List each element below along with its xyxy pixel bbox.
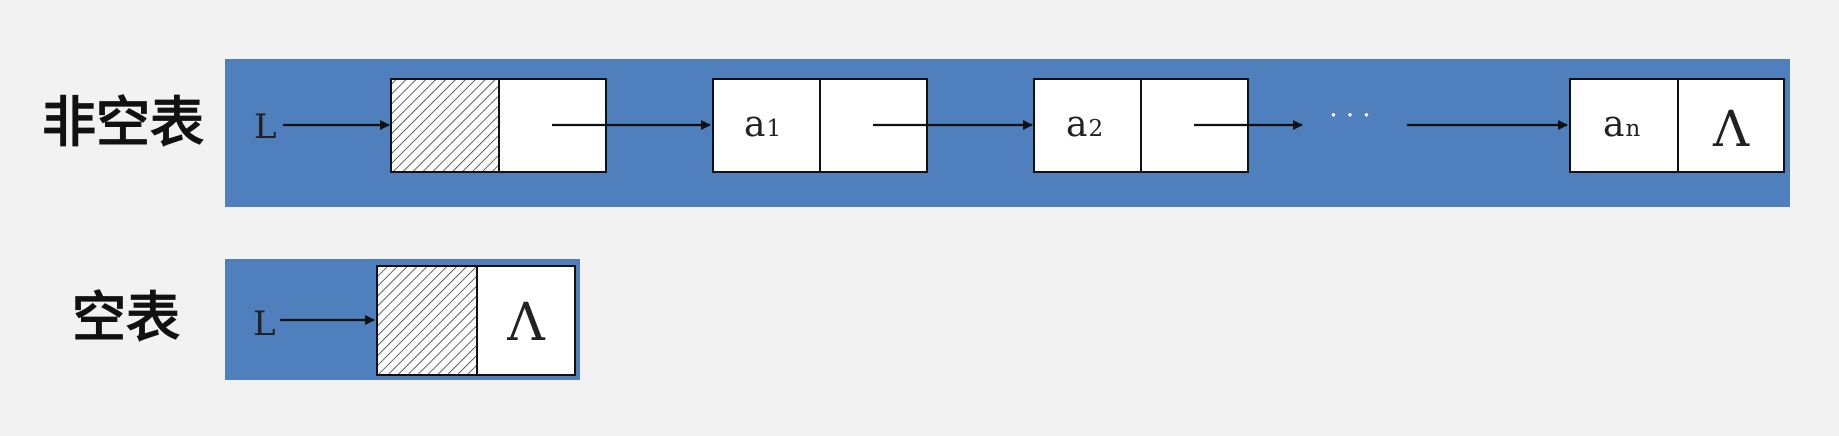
empty-list-label: 空表 (72, 286, 180, 349)
empty-head-node: Λ (376, 265, 576, 376)
head-pointer-label: L (254, 107, 277, 147)
ellipsis: · · · (1329, 101, 1370, 131)
null-pointer-symbol: Λ (506, 293, 546, 353)
head-node (390, 78, 607, 173)
head-pointer-label: L (253, 304, 276, 344)
node-data-label: an (1603, 104, 1640, 145)
head-node-data-field (390, 78, 500, 173)
node-data-label: a2 (1066, 104, 1103, 145)
null-pointer-symbol: Λ (1712, 100, 1750, 158)
non-empty-list-label: 非空表 (42, 91, 204, 154)
node-data-field (1569, 78, 1679, 173)
node-data-field (1033, 78, 1142, 173)
last-node: an Λ (1569, 78, 1785, 173)
head-node-data-field (376, 265, 478, 376)
node-next-field (1677, 78, 1785, 173)
node-data-label: a1 (744, 104, 781, 145)
head-node-next-field (476, 265, 576, 376)
